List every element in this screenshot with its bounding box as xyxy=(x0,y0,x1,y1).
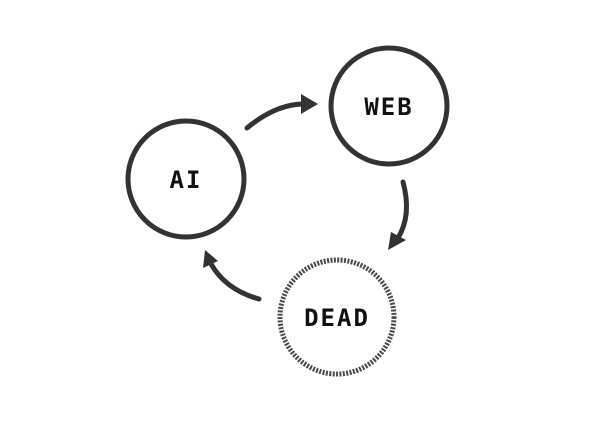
edge-web-to-dead-arrowhead xyxy=(388,232,406,250)
node-ai-label: AI xyxy=(170,166,203,194)
edge-web-to-dead xyxy=(388,179,410,250)
edge-dead-to-ai-line xyxy=(208,261,262,302)
node-dead: DEAD xyxy=(277,257,397,377)
edge-ai-to-web-arrowhead xyxy=(301,94,318,114)
node-ai-circle xyxy=(125,118,247,240)
node-web-circle xyxy=(328,45,450,167)
node-web-label: WEB xyxy=(364,93,413,121)
node-dead-label: DEAD xyxy=(304,304,370,332)
edge-web-to-dead-line xyxy=(395,179,410,241)
edge-dead-to-ai-arrowhead xyxy=(203,250,218,268)
edge-ai-to-web-line xyxy=(244,101,307,131)
node-dead-circle xyxy=(277,257,397,377)
node-web: WEB xyxy=(328,45,450,167)
node-ai: AI xyxy=(125,118,247,240)
edge-dead-to-ai xyxy=(203,250,262,302)
edge-ai-to-web xyxy=(244,94,318,131)
